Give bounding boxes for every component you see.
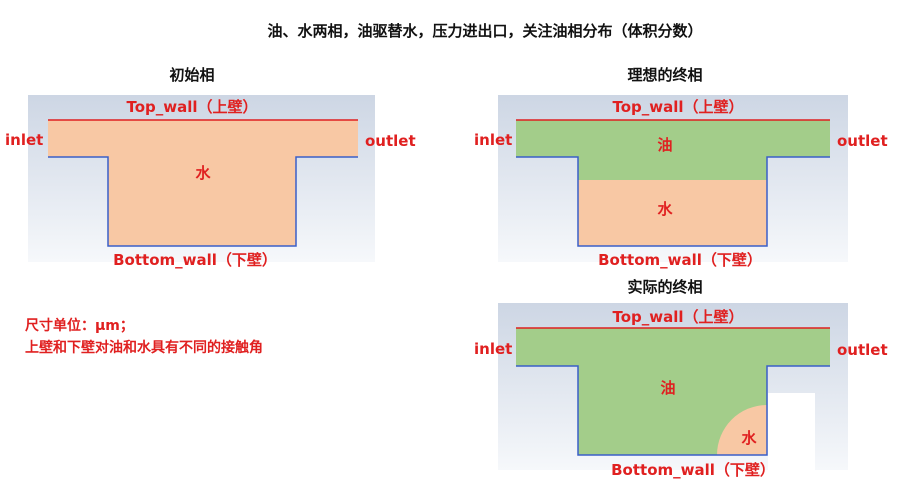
white-patch bbox=[768, 393, 815, 473]
note-contact-angle: 上壁和下壁对油和水具有不同的接触角 bbox=[25, 339, 263, 356]
oil-label: 油 bbox=[657, 136, 672, 154]
bottom-wall-label: Bottom_wall（下壁） bbox=[113, 251, 277, 269]
main-title: 油、水两相，油驱替水，压力进出口，关注油相分布（体积分数） bbox=[267, 22, 702, 40]
panel-title: 理想的终相 bbox=[627, 66, 702, 84]
water-label: 水 bbox=[741, 429, 757, 447]
top-wall-label: Top_wall（上壁） bbox=[126, 98, 257, 116]
water-region bbox=[578, 180, 767, 246]
bottom-wall-label: Bottom_wall（下壁） bbox=[611, 461, 775, 479]
bottom-wall-label: Bottom_wall（下壁） bbox=[598, 251, 762, 269]
water-droplet bbox=[717, 405, 767, 455]
top-wall-label: Top_wall（上壁） bbox=[612, 308, 743, 326]
water-label: 水 bbox=[657, 200, 673, 218]
bottom-wall bbox=[48, 156, 358, 247]
outlet-label: outlet bbox=[837, 341, 888, 359]
water-label: 水 bbox=[195, 164, 211, 182]
note-units: 尺寸单位：μm； bbox=[25, 317, 134, 334]
bottom-wall bbox=[516, 365, 830, 456]
top-wall-label: Top_wall（上壁） bbox=[612, 98, 743, 116]
water-region bbox=[48, 120, 358, 246]
oil-region bbox=[516, 120, 830, 180]
panel-actual: 实际的终相 Top_wall（上壁） inlet outlet 油 水 Bott… bbox=[474, 278, 888, 479]
oil-label: 油 bbox=[660, 379, 675, 397]
bottom-wall bbox=[516, 156, 830, 247]
panel-title: 实际的终相 bbox=[627, 278, 702, 296]
panel-ideal: 理想的终相 Top_wall（上壁） inlet outlet 油 水 Bott… bbox=[474, 66, 888, 269]
outlet-label: outlet bbox=[365, 132, 416, 150]
panel-title: 初始相 bbox=[169, 66, 214, 84]
outlet-label: outlet bbox=[837, 132, 888, 150]
inlet-label: inlet bbox=[474, 340, 512, 358]
inlet-label: inlet bbox=[5, 131, 43, 149]
panel-initial: 初始相 Top_wall（上壁） inlet outlet 水 Bottom_w… bbox=[5, 66, 416, 269]
inlet-label: inlet bbox=[474, 131, 512, 149]
